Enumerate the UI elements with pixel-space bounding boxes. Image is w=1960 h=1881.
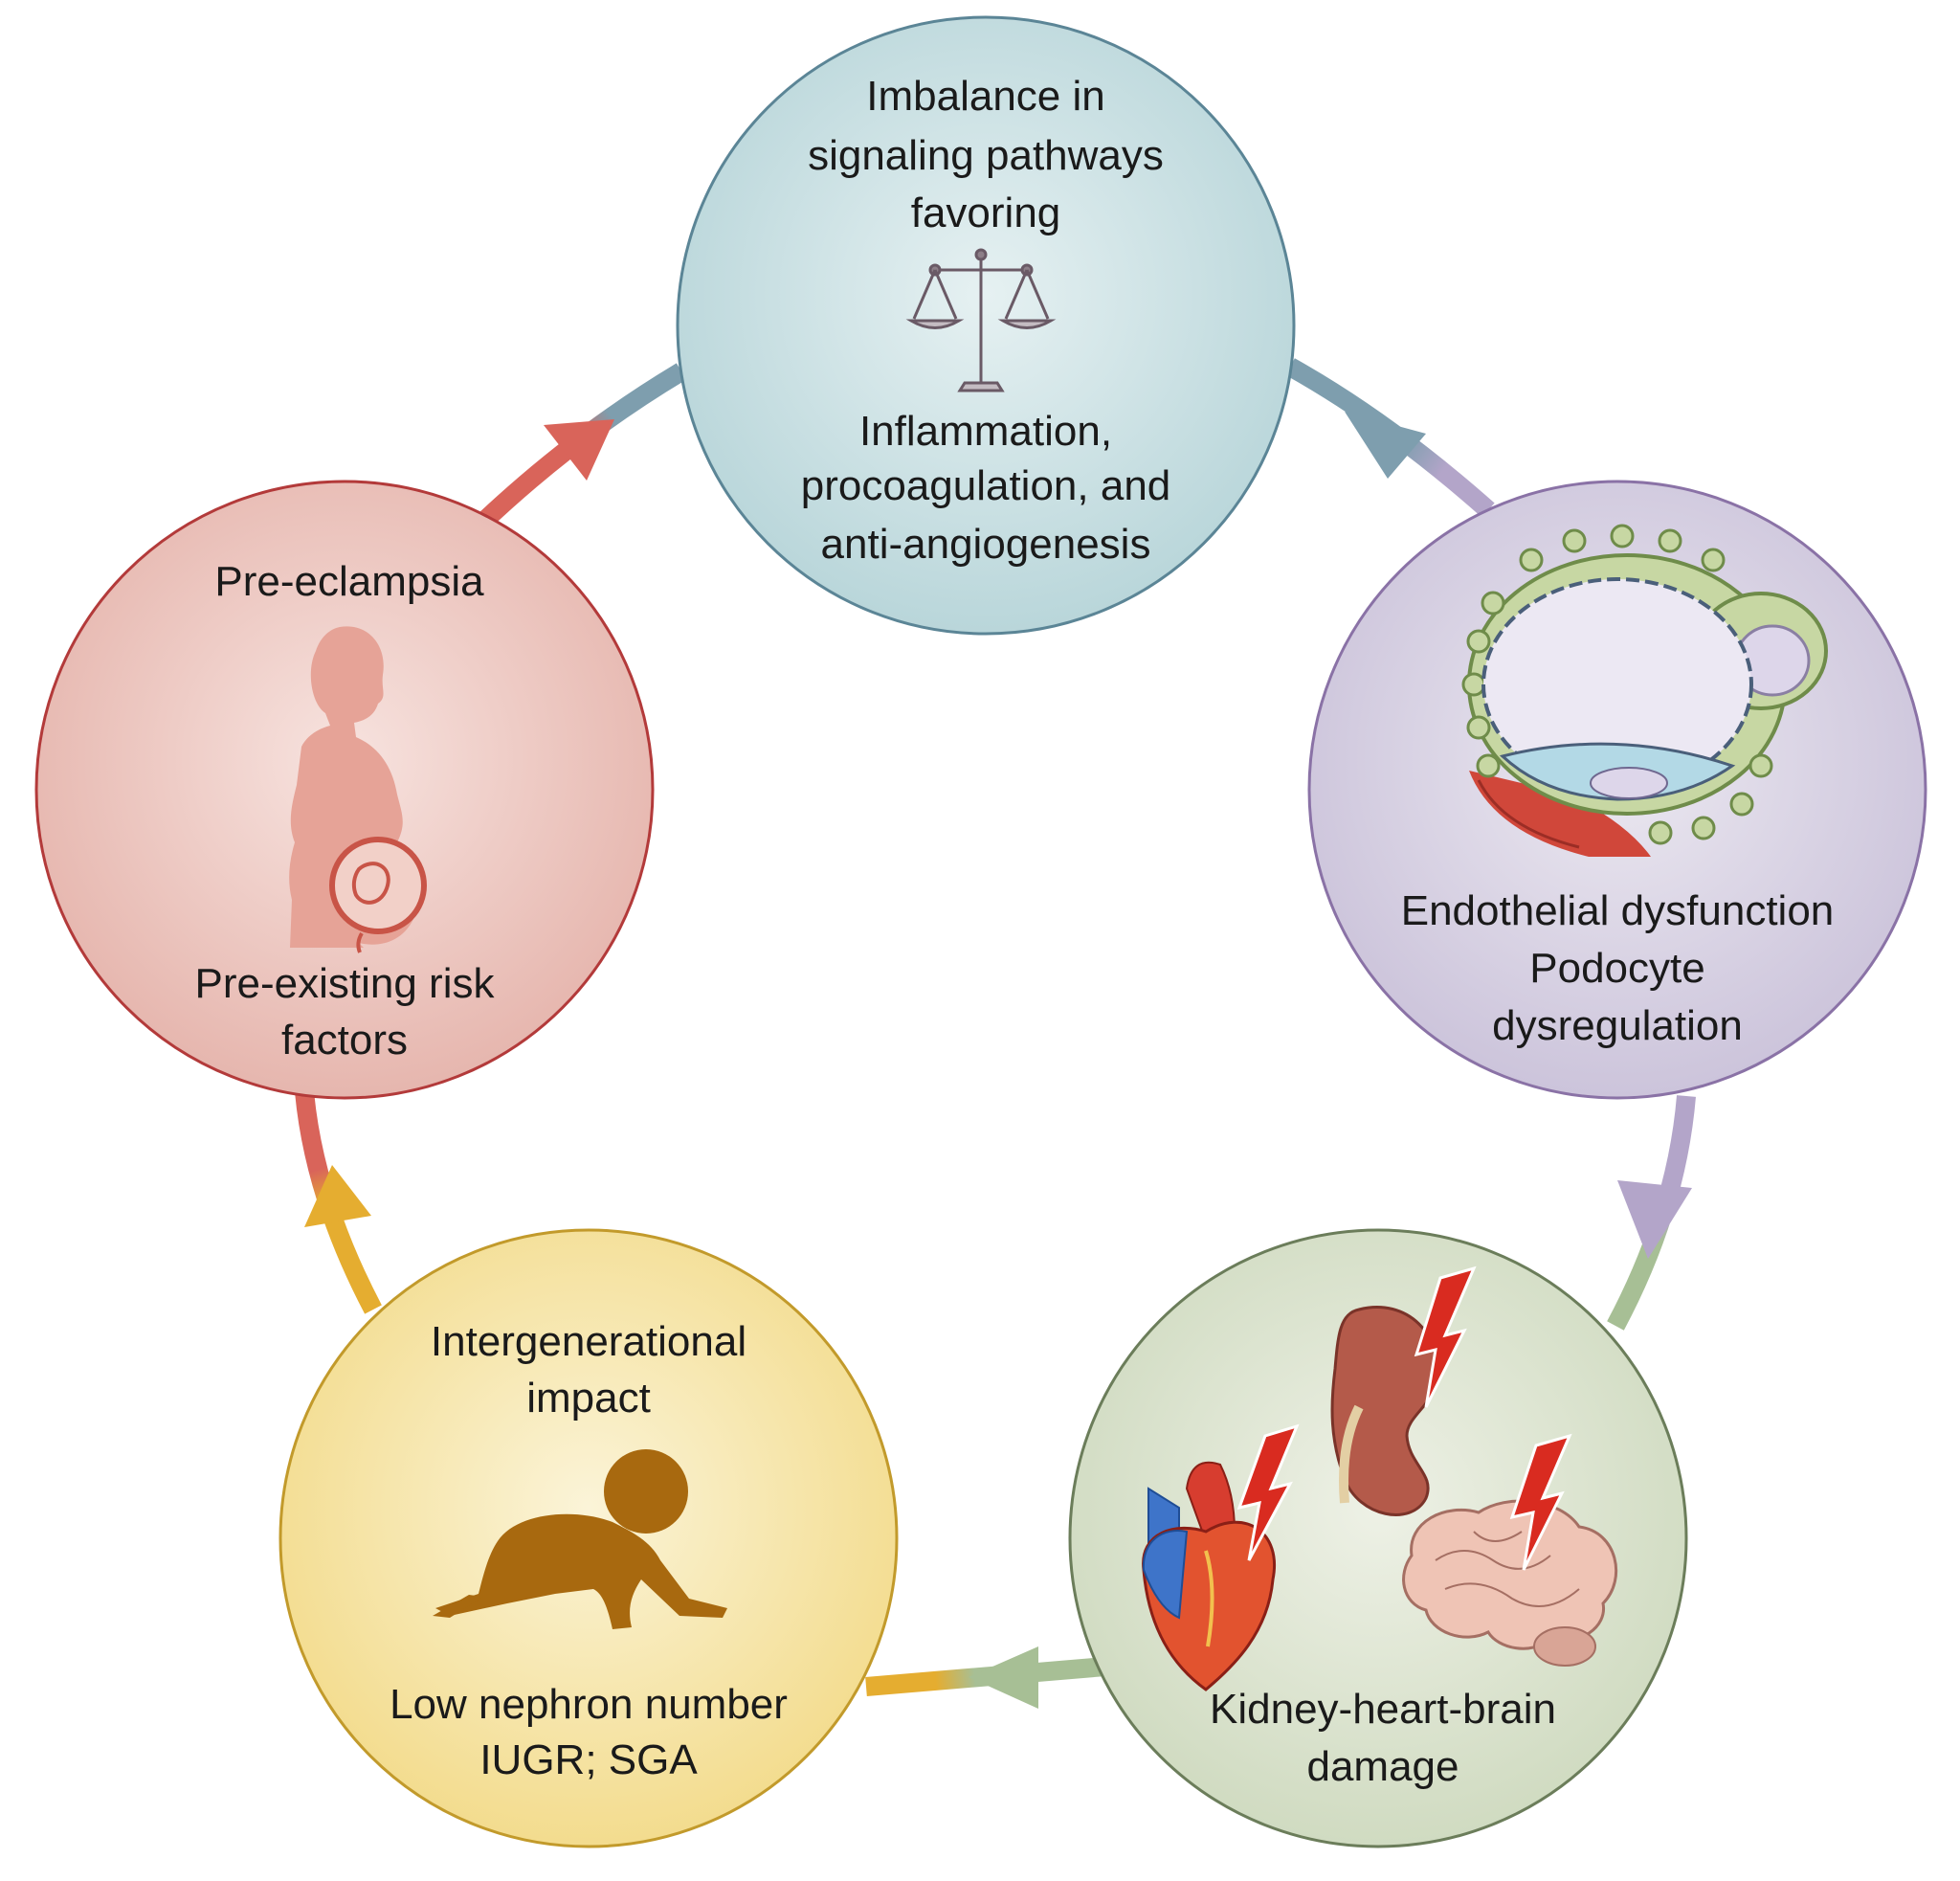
- lightning-bolt-icons: [1236, 1265, 1572, 1571]
- node-imbalance-top-line-2: signaling pathways: [808, 132, 1164, 179]
- node-damage-bottom-line-2: damage: [1306, 1743, 1459, 1790]
- arrow-endothelial-to-damage: [1607, 1095, 1696, 1331]
- node-preeclampsia-bottom-line-1: Pre-existing risk: [195, 960, 496, 1007]
- scale-icon: [905, 248, 1057, 392]
- node-intergenerational-bottom-line-1: Low nephron number: [390, 1681, 788, 1728]
- node-intergenerational-top-line-1: Intergenerational: [431, 1318, 746, 1365]
- node-endothelial-bottom-line-3: dysregulation: [1492, 1002, 1743, 1049]
- node-imbalance-bottom-line-2: procoagulation, and: [801, 462, 1171, 509]
- arrow-preeclampsia-to-imbalance: [474, 363, 687, 532]
- node-imbalance-bottom-line-1: Inflammation,: [859, 408, 1112, 455]
- node-imbalance-circle: [676, 15, 1296, 636]
- node-imbalance-top-line-1: Imbalance in: [866, 73, 1104, 120]
- arrow-intergenerational-to-preeclampsia: [295, 1090, 382, 1314]
- node-endothelial: Endothelial dysfunction Podocyte dysregu…: [1307, 480, 1927, 1100]
- node-damage: Kidney-heart-brain damage: [1068, 1228, 1688, 1848]
- arrow-damage-to-intergenerational: [865, 1646, 1106, 1709]
- kidney-icon: [1330, 1306, 1438, 1516]
- node-endothelial-bottom-line-1: Endothelial dysfunction: [1401, 887, 1835, 934]
- pregnant-woman-icon: [289, 626, 427, 953]
- glomerular-capillary-icon: [1461, 524, 1828, 857]
- node-imbalance-top-line-3: favoring: [911, 190, 1061, 236]
- node-preeclampsia-top-line-1: Pre-eclampsia: [214, 558, 484, 605]
- node-preeclampsia-bottom-line-2: factors: [281, 1017, 408, 1064]
- node-damage-bottom-line-1: Kidney-heart-brain: [1210, 1686, 1556, 1733]
- node-imbalance-bottom-line-3: anti-angiogenesis: [821, 521, 1151, 568]
- node-intergenerational-top-line-2: impact: [526, 1375, 651, 1422]
- node-damage-circle: [1068, 1228, 1688, 1848]
- node-intergenerational: Intergenerational impact Low nephron num…: [278, 1228, 899, 1848]
- node-preeclampsia: Pre-eclampsia Pre-existing risk factors: [34, 480, 655, 1100]
- heart-icon: [1142, 1461, 1276, 1691]
- organ-damage-icon: [1142, 1265, 1618, 1691]
- node-endothelial-bottom-line-2: Podocyte: [1529, 945, 1704, 992]
- arrow-imbalance-to-endothelial: [1285, 358, 1495, 518]
- cycle-arrows: [295, 358, 1696, 1709]
- node-intergenerational-bottom-line-2: IUGR; SGA: [479, 1736, 698, 1783]
- crawling-baby-icon: [433, 1449, 727, 1629]
- brain-icon: [1402, 1499, 1618, 1667]
- node-imbalance: Imbalance in signaling pathways favoring…: [676, 15, 1296, 636]
